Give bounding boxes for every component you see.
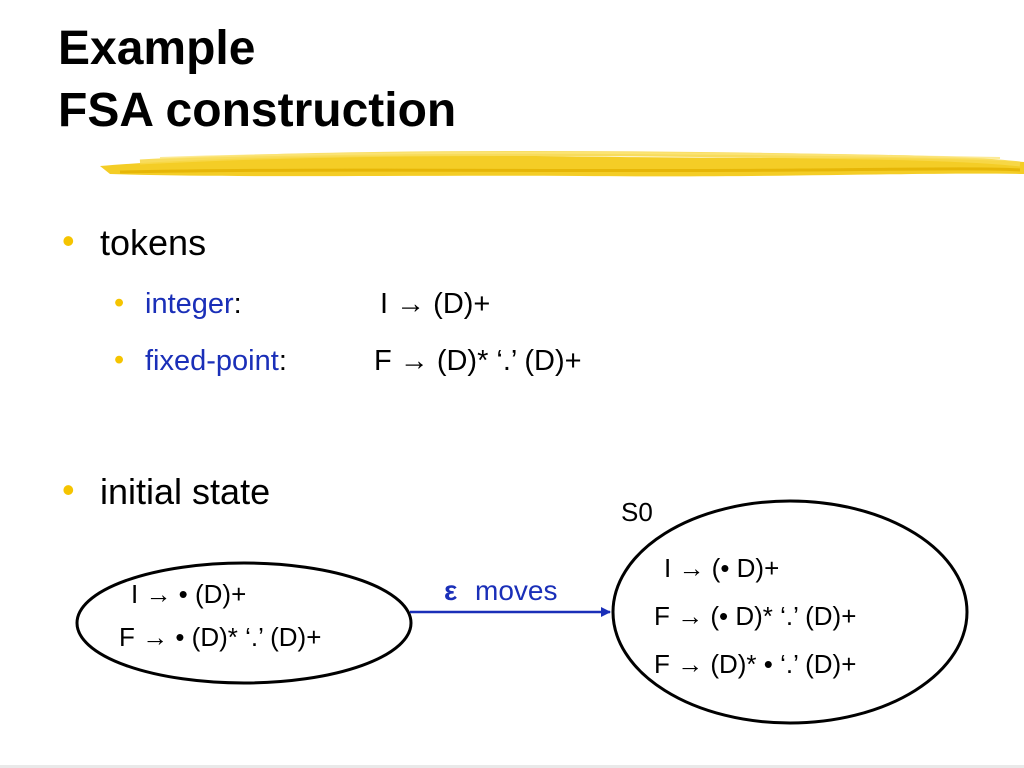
s0-state-name: S0 [621,497,653,527]
left-state-item-1: I → • (D)+ [131,579,246,609]
bullet-dot-icon: • [62,469,75,510]
fixed-point-rule: F → (D)* ‘.’ (D)+ [374,345,582,377]
integer-keyword: integer [145,288,234,320]
s0-item-3: F → (D)* • ‘.’ (D)+ [654,649,856,679]
s0-item-1: I → (• D)+ [664,553,779,583]
footer-divider [0,765,1024,768]
integer-colon: : [233,288,242,320]
left-state-node [75,561,413,685]
title-line-1: Example [58,22,256,75]
bullet-initial-state-label: initial state [100,471,271,512]
s0-state-node [611,499,969,725]
title-underline-brush [100,150,1024,177]
epsilon-symbol: ε [444,575,457,606]
fixed-point-colon: : [278,345,287,377]
bullet-dot-icon: • [114,344,125,376]
transition-label: moves [475,575,557,606]
slide-title: Example FSA construction [58,18,456,142]
fixed-point-keyword: fixed-point [145,345,279,377]
bullet-dot-icon: • [114,287,125,319]
s0-item-2: F → (• D)* ‘.’ (D)+ [654,601,856,631]
left-state-item-2: F → • (D)* ‘.’ (D)+ [119,622,321,652]
bullet-tokens-label: tokens [100,222,207,263]
integer-rule: I → (D)+ [380,288,491,320]
title-line-2: FSA construction [58,84,457,137]
bullet-dot-icon: • [62,220,75,261]
